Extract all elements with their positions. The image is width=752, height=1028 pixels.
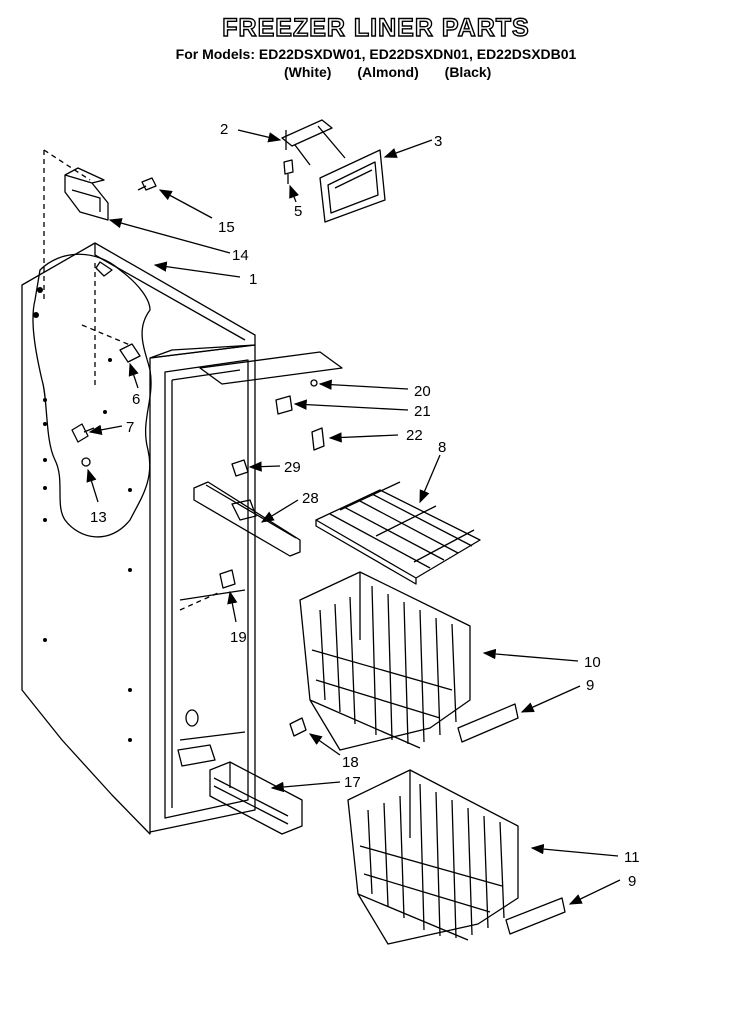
model-colors: (White) (Almond) (Black) xyxy=(284,64,513,80)
callout-2: 2 xyxy=(220,121,228,138)
part-15-screw xyxy=(137,177,157,191)
callout-10: 10 xyxy=(584,654,601,671)
color-black: (Black) xyxy=(444,64,492,80)
callout-18: 18 xyxy=(342,754,359,771)
part-21-socket xyxy=(275,395,293,415)
callout-7: 7 xyxy=(126,419,134,436)
callout-3: 3 xyxy=(434,133,442,150)
part-13-screw xyxy=(81,457,91,467)
part-9-handle-lower xyxy=(505,897,566,935)
diagram-title: FREEZER LINER PARTS xyxy=(222,13,530,42)
part-3-light-lens xyxy=(319,149,386,223)
part-18-screw xyxy=(289,717,307,737)
callout-9-upper: 9 xyxy=(586,677,594,694)
part-5-screw xyxy=(283,159,294,184)
callout-labels: 2 3 5 15 14 1 6 7 13 20 21 22 8 29 28 19… xyxy=(90,121,640,890)
callout-29: 29 xyxy=(284,459,301,476)
part-19-clip xyxy=(219,569,236,589)
part-10-upper-basket xyxy=(299,571,471,751)
part-9-handle-upper xyxy=(457,703,519,743)
callout-21: 21 xyxy=(414,403,431,420)
callout-17: 17 xyxy=(344,774,361,791)
part-11-lower-basket xyxy=(347,769,519,945)
callout-9-lower: 9 xyxy=(628,873,636,890)
part-14-bracket xyxy=(64,167,109,221)
model-numbers: For Models: ED22DSXDW01, ED22DSXDN01, ED… xyxy=(175,46,577,62)
part-8-wire-shelf xyxy=(315,481,481,585)
part-28-shelf-support xyxy=(193,481,301,557)
callout-6: 6 xyxy=(132,391,140,408)
callout-8: 8 xyxy=(438,439,446,456)
callout-22: 22 xyxy=(406,427,423,444)
part-17-trim xyxy=(209,761,303,835)
callout-5: 5 xyxy=(294,203,302,220)
callout-15: 15 xyxy=(218,219,235,236)
part-2-bracket xyxy=(281,119,346,166)
part-29-screw xyxy=(231,459,249,477)
color-white: (White) xyxy=(284,64,332,80)
callout-28: 28 xyxy=(302,490,319,507)
part-22-switch xyxy=(311,427,325,451)
part-7-clip xyxy=(71,423,95,443)
callout-11: 11 xyxy=(624,849,640,866)
callout-19: 19 xyxy=(230,629,247,646)
callout-14: 14 xyxy=(232,247,249,264)
callout-20: 20 xyxy=(414,383,431,400)
freezer-liner xyxy=(21,149,256,835)
callout-13: 13 xyxy=(90,509,107,526)
callout-1: 1 xyxy=(249,271,257,288)
part-20-light-panel xyxy=(199,351,343,387)
leader-lines xyxy=(86,129,621,905)
color-almond: (Almond) xyxy=(357,64,419,80)
part-6-clip xyxy=(119,343,141,363)
